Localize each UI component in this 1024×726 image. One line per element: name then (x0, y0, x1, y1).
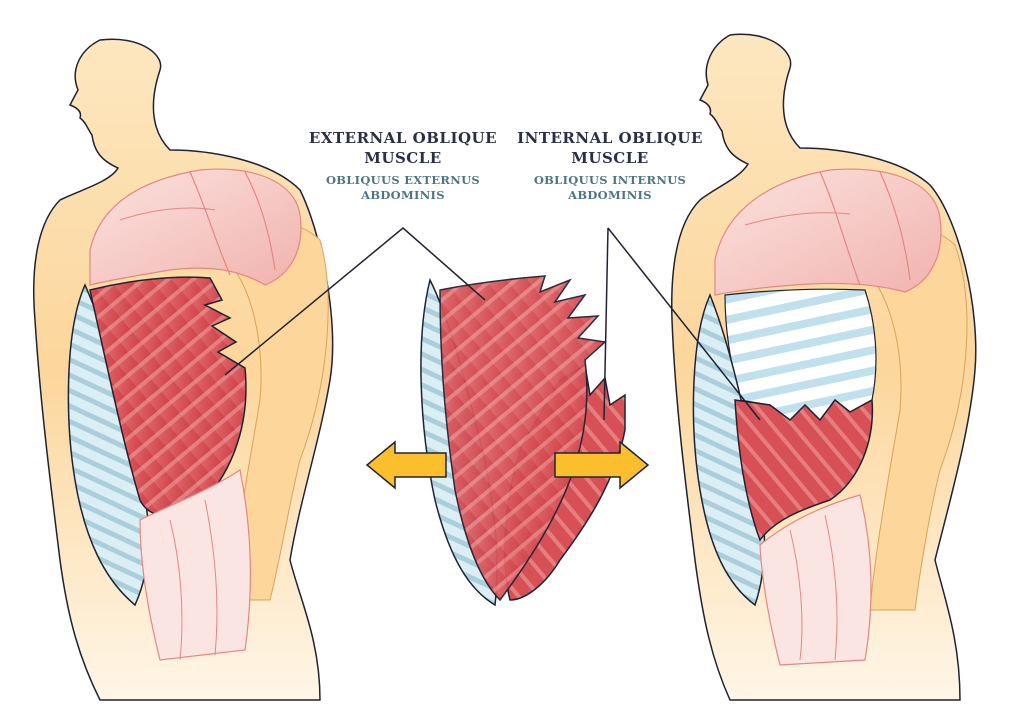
external-latin-line1: OBLIQUUS EXTERNUS (325, 173, 481, 187)
right-hip (759, 494, 872, 666)
left-hip (139, 469, 252, 661)
external-leader-line (224, 227, 486, 376)
left-external-oblique (89, 276, 247, 517)
internal-latin-line2: ABDOMINIS (568, 188, 652, 202)
right-ribcage (724, 288, 877, 421)
right-figure (670, 33, 977, 701)
arrow-right-icon (554, 440, 650, 490)
internal-leader-line-a (603, 227, 609, 421)
external-latin-line2: ABDOMINIS (361, 188, 445, 202)
right-internal-oblique (734, 398, 874, 542)
left-figure (32, 38, 334, 701)
right-shoulder-muscle (714, 168, 942, 296)
left-shoulder-muscle (89, 168, 302, 286)
external-oblique-latin: OBLIQUUS EXTERNUS ABDOMINIS (300, 173, 506, 203)
external-title-line1: EXTERNAL OBLIQUE (308, 129, 498, 147)
internal-latin-line1: OBLIQUUS INTERNUS (533, 173, 687, 187)
internal-oblique-label: INTERNAL OBLIQUE MUSCLE OBLIQUUS INTERNU… (510, 128, 710, 203)
external-oblique-title: EXTERNAL OBLIQUE MUSCLE (300, 128, 506, 168)
internal-oblique-latin: OBLIQUUS INTERNUS ABDOMINIS (510, 173, 710, 203)
internal-leader-line-b (607, 227, 761, 421)
internal-title-line2: MUSCLE (571, 149, 649, 167)
center-isolated-muscles (365, 275, 650, 607)
internal-oblique-title: INTERNAL OBLIQUE MUSCLE (510, 128, 710, 168)
external-oblique-label: EXTERNAL OBLIQUE MUSCLE OBLIQUUS EXTERNU… (300, 128, 506, 203)
internal-title-line1: INTERNAL OBLIQUE (517, 129, 703, 147)
external-title-line2: MUSCLE (364, 149, 442, 167)
left-arm (224, 199, 329, 601)
right-rectus-sheath (692, 293, 766, 607)
center-external-oblique (439, 275, 607, 602)
leader-lines (224, 227, 761, 421)
right-arm (859, 209, 968, 611)
arrow-left-icon (365, 440, 447, 490)
